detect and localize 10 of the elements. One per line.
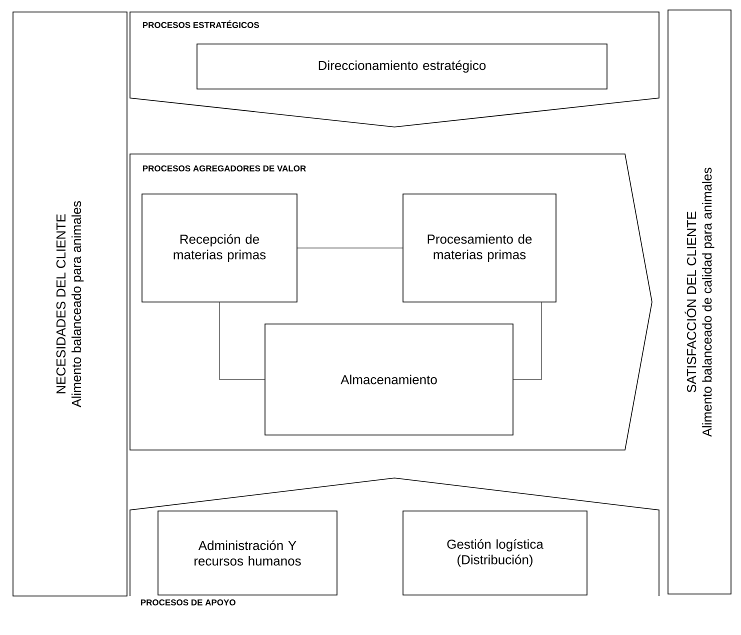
customer-box: SATISFACCIÓN DEL CLIENTE Alimento balanceado de calidad para animales [668, 10, 732, 594]
connector-line [219, 302, 265, 380]
connector-line [513, 302, 542, 380]
process-box: Gestión logística (Distribución) [402, 510, 588, 596]
process-box: Almacenamiento [264, 324, 514, 436]
process-box: Recepción de materias primas [142, 194, 298, 302]
process-box: Direccionamiento estratégico [196, 44, 608, 90]
customer-box: NECESIDADES DEL CLIENTE Alimento balanceado para animales [12, 12, 128, 596]
process-box: Procesamiento de materias primas [402, 194, 556, 302]
process-box: Administración Y recursos humanos [158, 510, 338, 596]
